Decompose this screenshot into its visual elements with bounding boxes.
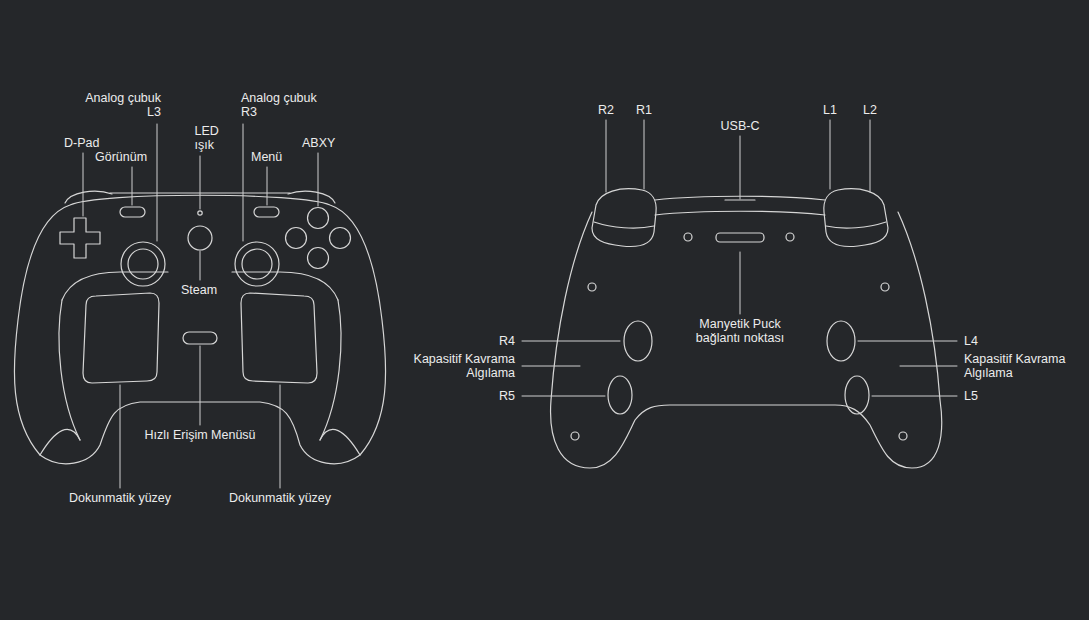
part-label: Dokunmatik yüzey — [68, 491, 172, 505]
leader-lines — [522, 120, 957, 396]
part-label: USB-C — [720, 119, 761, 133]
part-label: L1 — [822, 103, 838, 117]
part-label: Kapasitif Kavrama Algılama — [412, 352, 516, 380]
part-label: R5 — [498, 389, 516, 403]
part-label: Kapasitif Kavrama Algılama — [963, 352, 1067, 380]
part-label: R2 — [597, 103, 615, 117]
part-label: Dokunmatik yüzey — [228, 491, 332, 505]
part-label: ABXY — [301, 136, 336, 150]
part-label: Analog çubuk R3 — [240, 91, 337, 119]
part-label: D-Pad — [63, 136, 100, 150]
part-label: L5 — [963, 389, 979, 403]
part-label: Manyetik Puck bağlantı noktası — [695, 317, 786, 345]
part-label: Steam — [180, 283, 218, 297]
part-label: Görünüm — [94, 150, 148, 164]
back-view — [522, 120, 957, 468]
front-view — [14, 124, 385, 488]
part-label: Menü — [250, 150, 283, 164]
part-label: Hızlı Erişim Menüsü — [143, 428, 256, 442]
part-label: R1 — [635, 103, 653, 117]
part-label: L4 — [963, 334, 979, 348]
part-label: L2 — [862, 103, 878, 117]
part-label: LED ışık — [194, 124, 207, 152]
leader-lines — [83, 124, 318, 488]
part-label: Analog çubuk L3 — [67, 91, 162, 119]
part-label: R4 — [498, 334, 516, 348]
